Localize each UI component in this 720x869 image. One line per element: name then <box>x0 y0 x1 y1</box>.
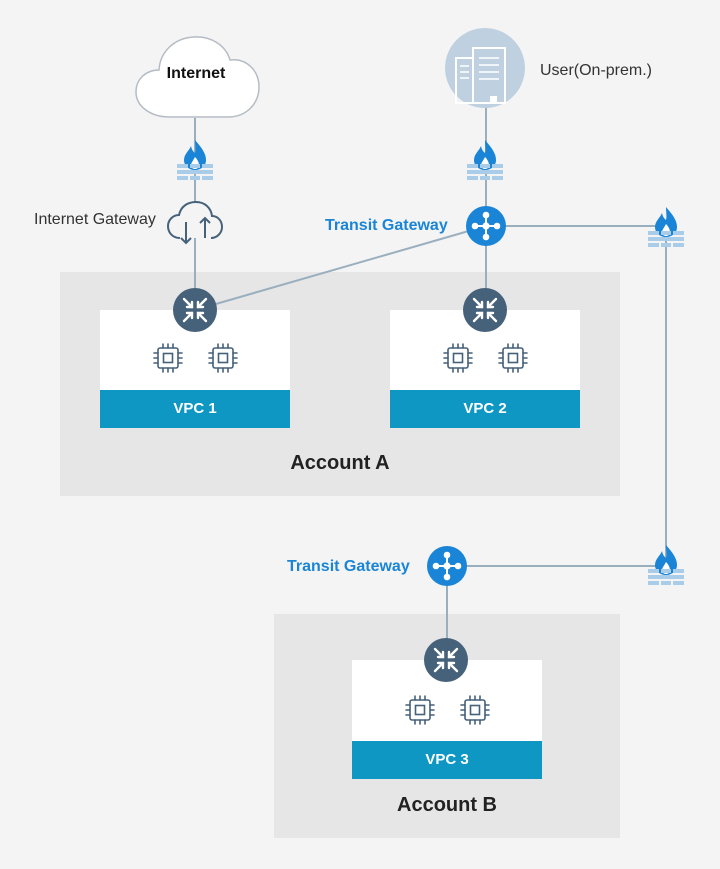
user-server-icon <box>445 28 525 108</box>
vpc2-label: VPC 2 <box>463 400 507 417</box>
user-label: User(On-prem.) <box>540 62 653 79</box>
transit-gateway-b-icon <box>426 545 468 587</box>
vpc3-box <box>352 660 542 779</box>
internet-gateway-icon <box>166 200 224 245</box>
internet-label: Internet <box>166 65 226 82</box>
router-icon <box>422 636 470 684</box>
account-a-label: Account A <box>290 452 390 474</box>
link-tgw-vpc1 <box>194 225 487 311</box>
transit-gateway-a-icon <box>465 205 507 247</box>
internet-gateway-label: Internet Gateway <box>34 211 156 228</box>
internet-cloud-icon <box>135 36 260 118</box>
vpc3-label: VPC 3 <box>425 751 469 768</box>
router-icon <box>461 286 509 334</box>
router-icon <box>171 286 219 334</box>
vpc1-label: VPC 1 <box>173 400 217 417</box>
transit-gateway-b-label: Transit Gateway <box>287 558 410 575</box>
account-b-label: Account B <box>397 794 497 816</box>
vpc1-box <box>100 310 290 428</box>
vpc2-box <box>390 310 580 428</box>
transit-gateway-a-label: Transit Gateway <box>325 217 448 234</box>
